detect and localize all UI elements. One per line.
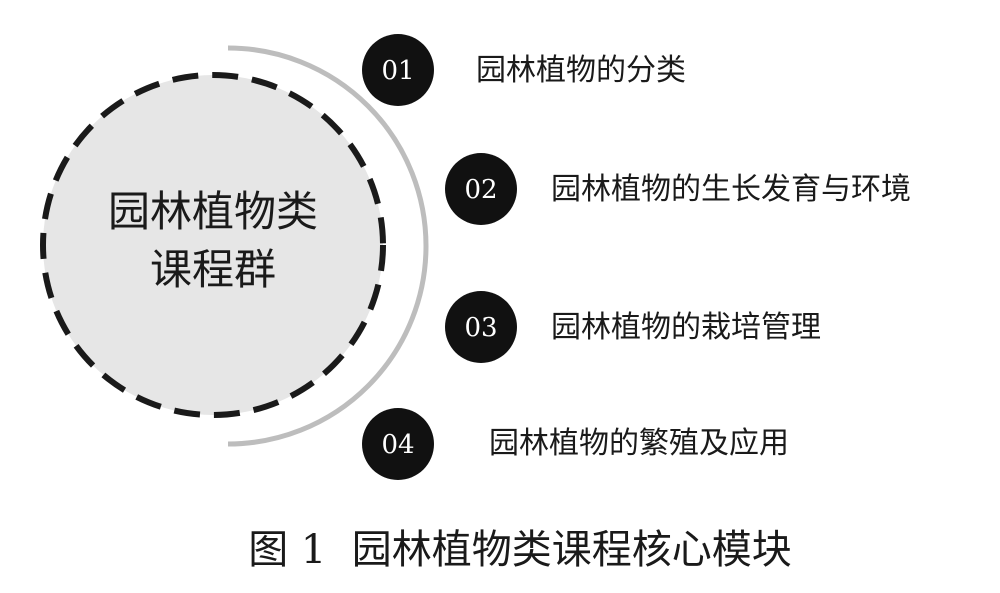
module-badge xyxy=(362,34,434,106)
module-number: 04 xyxy=(381,430,414,460)
center-title-line2: 课程群 xyxy=(150,245,276,294)
module-number: 01 xyxy=(381,56,414,86)
figure-caption: 图 1 园林植物类课程核心模块 xyxy=(248,527,792,573)
module-number: 03 xyxy=(464,313,497,343)
center-title-line1: 园林植物类 xyxy=(108,187,318,236)
module-label: 园林植物的栽培管理 xyxy=(551,310,821,345)
module-04: 04 园林植物的繁殖及应用 xyxy=(362,408,789,480)
module-badge xyxy=(362,408,434,480)
center-circle xyxy=(40,72,386,418)
module-01: 01 园林植物的分类 xyxy=(362,34,686,106)
module-02: 02 园林植物的生长发育与环境 xyxy=(445,153,911,225)
module-badge xyxy=(445,153,517,225)
module-number: 02 xyxy=(464,175,497,205)
outer-arc xyxy=(227,45,429,447)
module-03: 03 园林植物的栽培管理 xyxy=(445,291,821,363)
module-badge xyxy=(445,291,517,363)
module-label: 园林植物的繁殖及应用 xyxy=(489,426,789,461)
module-label: 园林植物的生长发育与环境 xyxy=(551,172,911,207)
module-label: 园林植物的分类 xyxy=(476,53,686,88)
